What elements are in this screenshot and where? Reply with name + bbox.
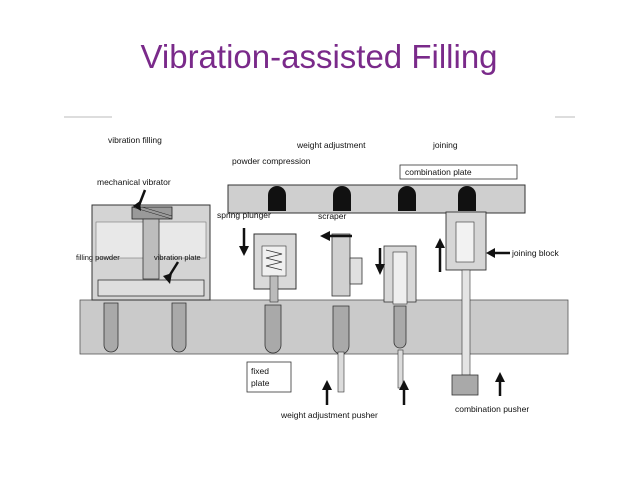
combination-pusher-block [451,374,479,396]
label-weight-adjustment-pusher: weight adjustment pusher [280,410,378,420]
plate-knobs [268,186,476,211]
label-powder-compression: powder compression [232,156,311,166]
vibration-shaft [142,218,160,280]
scraper-body [331,233,351,297]
label-joining-block: joining block [511,248,560,258]
hopper-capsules [103,302,187,353]
label-spring-plunger: spring plunger [217,210,271,220]
label-weight-adjustment: weight adjustment [296,140,366,150]
label-mechanical-vibrator: mechanical vibrator [97,177,171,187]
label-vibration-plate: vibration plate [154,253,201,262]
label-fixed-plate-1: fixed [251,366,269,376]
label-scraper: scraper [318,211,347,221]
label-combination-plate: combination plate [405,167,472,177]
label-combination-pusher: combination pusher [455,404,529,414]
label-filling-powder: filling powder [76,253,120,262]
main-slab [79,299,569,355]
label-fixed-plate-2: plate [251,378,270,388]
slide-title: Vibration-assisted Filling [140,38,498,75]
label-joining: joining [432,140,458,150]
vibration-plate-part [97,279,205,297]
combination-plate-box [399,164,518,180]
label-vibration-filling: vibration filling [108,135,162,145]
arrows [133,189,510,405]
fixed-plate-box [246,361,292,393]
